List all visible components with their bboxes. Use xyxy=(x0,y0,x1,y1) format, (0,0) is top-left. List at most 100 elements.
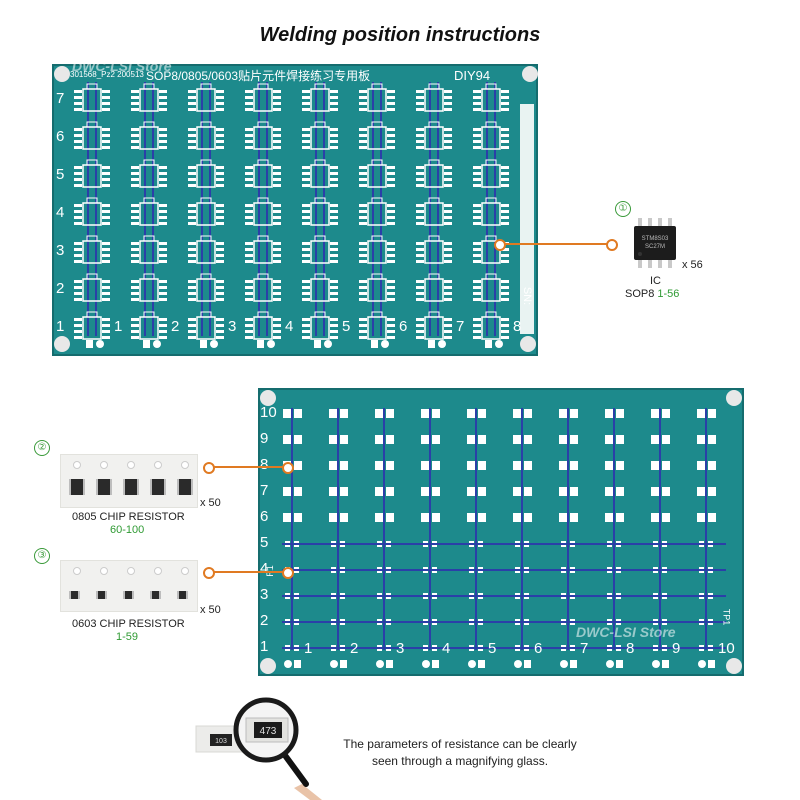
pad-0805 xyxy=(708,435,716,444)
sop8-footprint xyxy=(302,83,338,112)
board1-header-code: 301568_Pz2 200513 xyxy=(70,70,144,79)
board2-tp-label: TP1 xyxy=(721,608,732,626)
tape-sprocket-hole xyxy=(154,567,162,575)
sop8-footprint xyxy=(131,311,167,340)
pad-0805 xyxy=(283,513,291,522)
sop8-practice-board: 301568_Pz2 200513 SOP8/0805/0603贴片元件焊接练习… xyxy=(52,64,538,356)
sop8-footprint xyxy=(359,235,395,264)
sop8-footprint xyxy=(359,311,395,340)
pad-0805 xyxy=(432,513,440,522)
pad-0805 xyxy=(616,487,624,496)
pad-0805 xyxy=(605,435,613,444)
ic-range: 1-56 xyxy=(657,288,680,300)
pad-0805 xyxy=(616,435,624,444)
pad-0805 xyxy=(421,435,429,444)
pad-0805 xyxy=(559,435,567,444)
pad xyxy=(570,660,577,668)
callout-dot-ic xyxy=(494,239,506,251)
pad xyxy=(210,340,218,348)
pad-0805 xyxy=(467,435,475,444)
pad-0805 xyxy=(570,513,578,522)
pad-0805 xyxy=(708,513,716,522)
small-resistor-label: 103 xyxy=(215,738,227,745)
tape-sprocket-hole xyxy=(127,567,135,575)
resistor-0603-icon xyxy=(123,591,134,599)
sop8-footprint xyxy=(473,273,509,302)
pad xyxy=(616,660,623,668)
sop8-footprint xyxy=(473,121,509,150)
sop8-footprint xyxy=(74,311,110,340)
pad-0805 xyxy=(432,409,440,418)
pad-0805 xyxy=(478,409,486,418)
sop8-footprint xyxy=(74,197,110,226)
pad xyxy=(257,340,264,348)
pad-0805 xyxy=(616,513,624,522)
callout-line-ic xyxy=(505,243,609,245)
sop8-footprint xyxy=(245,159,281,188)
board2-col-label: 9 xyxy=(672,640,681,657)
board1-header-text: SOP8/0805/0603贴片元件焊接练习专用板 xyxy=(146,69,371,83)
pad-0805 xyxy=(329,435,337,444)
sn-write-area xyxy=(520,104,534,334)
pad-0805 xyxy=(662,409,670,418)
sop8-footprint xyxy=(131,159,167,188)
pad-0805 xyxy=(467,487,475,496)
pad-0805 xyxy=(432,461,440,470)
board2-row-label: 6 xyxy=(260,508,269,525)
tape-sprocket-hole xyxy=(100,567,108,575)
pad xyxy=(514,660,522,668)
ic-spec: SOP8 1-56 xyxy=(625,288,680,300)
watermark: DWC-LSI Store xyxy=(576,624,676,640)
pad-0805 xyxy=(375,409,383,418)
pad xyxy=(267,340,275,348)
callout-number-1: ① xyxy=(615,201,631,217)
pad xyxy=(708,660,715,668)
sop8-footprint xyxy=(416,197,452,226)
pad xyxy=(153,340,161,348)
pad-0805 xyxy=(294,409,302,418)
pad-0805 xyxy=(570,487,578,496)
pad-0805 xyxy=(697,513,705,522)
sop8-footprint xyxy=(245,121,281,150)
sop8-footprint xyxy=(188,197,224,226)
pad-0805 xyxy=(513,461,521,470)
sop8-footprint xyxy=(302,273,338,302)
pad-0805 xyxy=(708,487,716,496)
board1-row-label: 3 xyxy=(56,242,65,259)
board2-col-label: 7 xyxy=(580,640,589,657)
callout-line-0805 xyxy=(214,466,284,468)
pad xyxy=(143,340,150,348)
pad-0805 xyxy=(559,461,567,470)
board1-col-label: 1 xyxy=(114,318,123,335)
sop8-footprint xyxy=(359,121,395,150)
pad-0805 xyxy=(662,461,670,470)
sop8-footprint xyxy=(245,273,281,302)
board2-row-label: 10 xyxy=(260,404,277,421)
board2-row-label: 7 xyxy=(260,482,269,499)
sop8-footprint xyxy=(473,159,509,188)
mounting-hole xyxy=(260,390,276,406)
board2-row-label: 3 xyxy=(260,586,269,603)
pad-0805 xyxy=(478,435,486,444)
chip-marking-2: SC27M xyxy=(645,244,665,250)
board1-col-label: 5 xyxy=(342,318,351,335)
pad-0805 xyxy=(524,435,532,444)
sop8-footprint xyxy=(131,121,167,150)
pad-0805 xyxy=(651,409,659,418)
sop8-footprint xyxy=(473,235,509,264)
pad xyxy=(96,340,104,348)
pad-0805 xyxy=(386,435,394,444)
pad-0805 xyxy=(375,461,383,470)
sop8-footprint xyxy=(302,311,338,340)
mounting-hole xyxy=(522,66,538,82)
0603-range: 1-59 xyxy=(116,631,139,643)
pad-0805 xyxy=(421,409,429,418)
sop8-footprint xyxy=(416,83,452,112)
pad-0805 xyxy=(605,513,613,522)
mounting-hole xyxy=(726,390,742,406)
pad xyxy=(314,340,321,348)
pad-0805 xyxy=(524,461,532,470)
pad-0805 xyxy=(432,487,440,496)
sop8-footprint xyxy=(131,235,167,264)
pad-0805 xyxy=(478,487,486,496)
